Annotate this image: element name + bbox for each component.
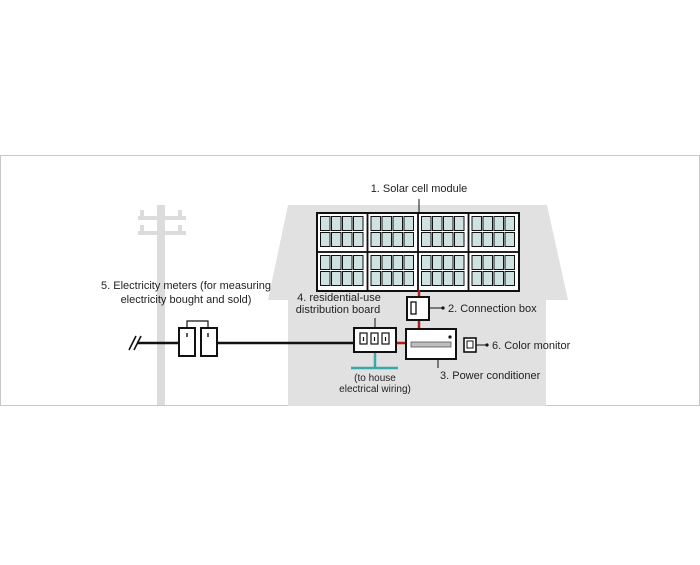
solar-cell xyxy=(471,255,482,270)
solar-cell xyxy=(493,232,504,247)
solar-cell xyxy=(421,216,432,231)
solar-cell xyxy=(392,271,403,286)
solar-cell xyxy=(403,255,414,270)
solar-cell xyxy=(320,271,331,286)
solar-cell xyxy=(471,232,482,247)
solar-cell xyxy=(504,216,515,231)
solar-cell xyxy=(482,255,493,270)
distribution-board-label-line1: 4. residential-use xyxy=(297,292,381,304)
solar-cell xyxy=(403,216,414,231)
electricity-meters xyxy=(178,320,218,357)
solar-cell xyxy=(370,216,381,231)
color-monitor-label: 6. Color monitor xyxy=(492,340,571,352)
power-conditioner-label: 3. Power conditioner xyxy=(440,370,541,382)
solar-cell xyxy=(482,232,493,247)
solar-cell xyxy=(432,216,443,231)
break-mark xyxy=(128,335,142,351)
solar-cell xyxy=(353,271,364,286)
solar-cell xyxy=(493,271,504,286)
power-conditioner xyxy=(405,328,457,360)
solar-cell xyxy=(381,216,392,231)
solar-cell xyxy=(370,271,381,286)
solar-module-label: 1. Solar cell module xyxy=(371,183,468,195)
solar-cell xyxy=(421,255,432,270)
house-wiring-label-line2: electrical wiring) xyxy=(339,384,411,395)
solar-cell xyxy=(331,271,342,286)
solar-cell xyxy=(454,232,465,247)
solar-cell xyxy=(392,255,403,270)
connection-box xyxy=(406,296,445,321)
solar-cell xyxy=(493,216,504,231)
solar-cell xyxy=(482,216,493,231)
distribution-board xyxy=(353,327,397,353)
house-wiring-label-line1: (to house xyxy=(354,373,396,384)
connection-box-label: 2. Connection box xyxy=(448,303,537,315)
solar-cell xyxy=(471,271,482,286)
solar-cell-module xyxy=(316,212,520,292)
solar-cell xyxy=(471,216,482,231)
meters-label-line2: electricity bought and sold) xyxy=(121,294,252,306)
dc-wiring xyxy=(396,290,421,345)
solar-cell xyxy=(504,271,515,286)
solar-cell xyxy=(504,232,515,247)
solar-cell xyxy=(381,271,392,286)
solar-cell xyxy=(370,255,381,270)
solar-cell xyxy=(353,216,364,231)
solar-cell xyxy=(331,255,342,270)
solar-cell xyxy=(320,232,331,247)
solar-cell xyxy=(504,255,515,270)
solar-cell xyxy=(443,271,454,286)
solar-cell xyxy=(331,216,342,231)
solar-cell xyxy=(370,232,381,247)
solar-cell xyxy=(432,232,443,247)
solar-cell xyxy=(403,271,414,286)
solar-cell xyxy=(320,216,331,231)
solar-cell xyxy=(342,216,353,231)
solar-cell xyxy=(353,232,364,247)
solar-cell xyxy=(353,255,364,270)
solar-cell xyxy=(454,271,465,286)
solar-cell xyxy=(454,216,465,231)
distribution-board-label-line2: distribution board xyxy=(296,304,380,316)
color-monitor xyxy=(463,337,489,353)
utility-pole xyxy=(138,205,186,405)
meters-label-line1: 5. Electricity meters (for measuring xyxy=(101,280,271,292)
solar-cell xyxy=(482,271,493,286)
solar-cell xyxy=(342,271,353,286)
solar-cell xyxy=(392,232,403,247)
solar-cell xyxy=(421,271,432,286)
solar-cell xyxy=(381,255,392,270)
solar-cell xyxy=(443,232,454,247)
solar-panel-module xyxy=(467,251,520,292)
solar-cell xyxy=(421,232,432,247)
solar-cell xyxy=(443,216,454,231)
solar-cell xyxy=(342,232,353,247)
solar-cell xyxy=(454,255,465,270)
solar-cell xyxy=(392,216,403,231)
solar-cell xyxy=(342,255,353,270)
solar-cell xyxy=(443,255,454,270)
solar-cell xyxy=(432,255,443,270)
solar-cell xyxy=(331,232,342,247)
solar-cell xyxy=(432,271,443,286)
solar-cell xyxy=(381,232,392,247)
solar-cell xyxy=(403,232,414,247)
solar-cell xyxy=(320,255,331,270)
solar-cell xyxy=(493,255,504,270)
